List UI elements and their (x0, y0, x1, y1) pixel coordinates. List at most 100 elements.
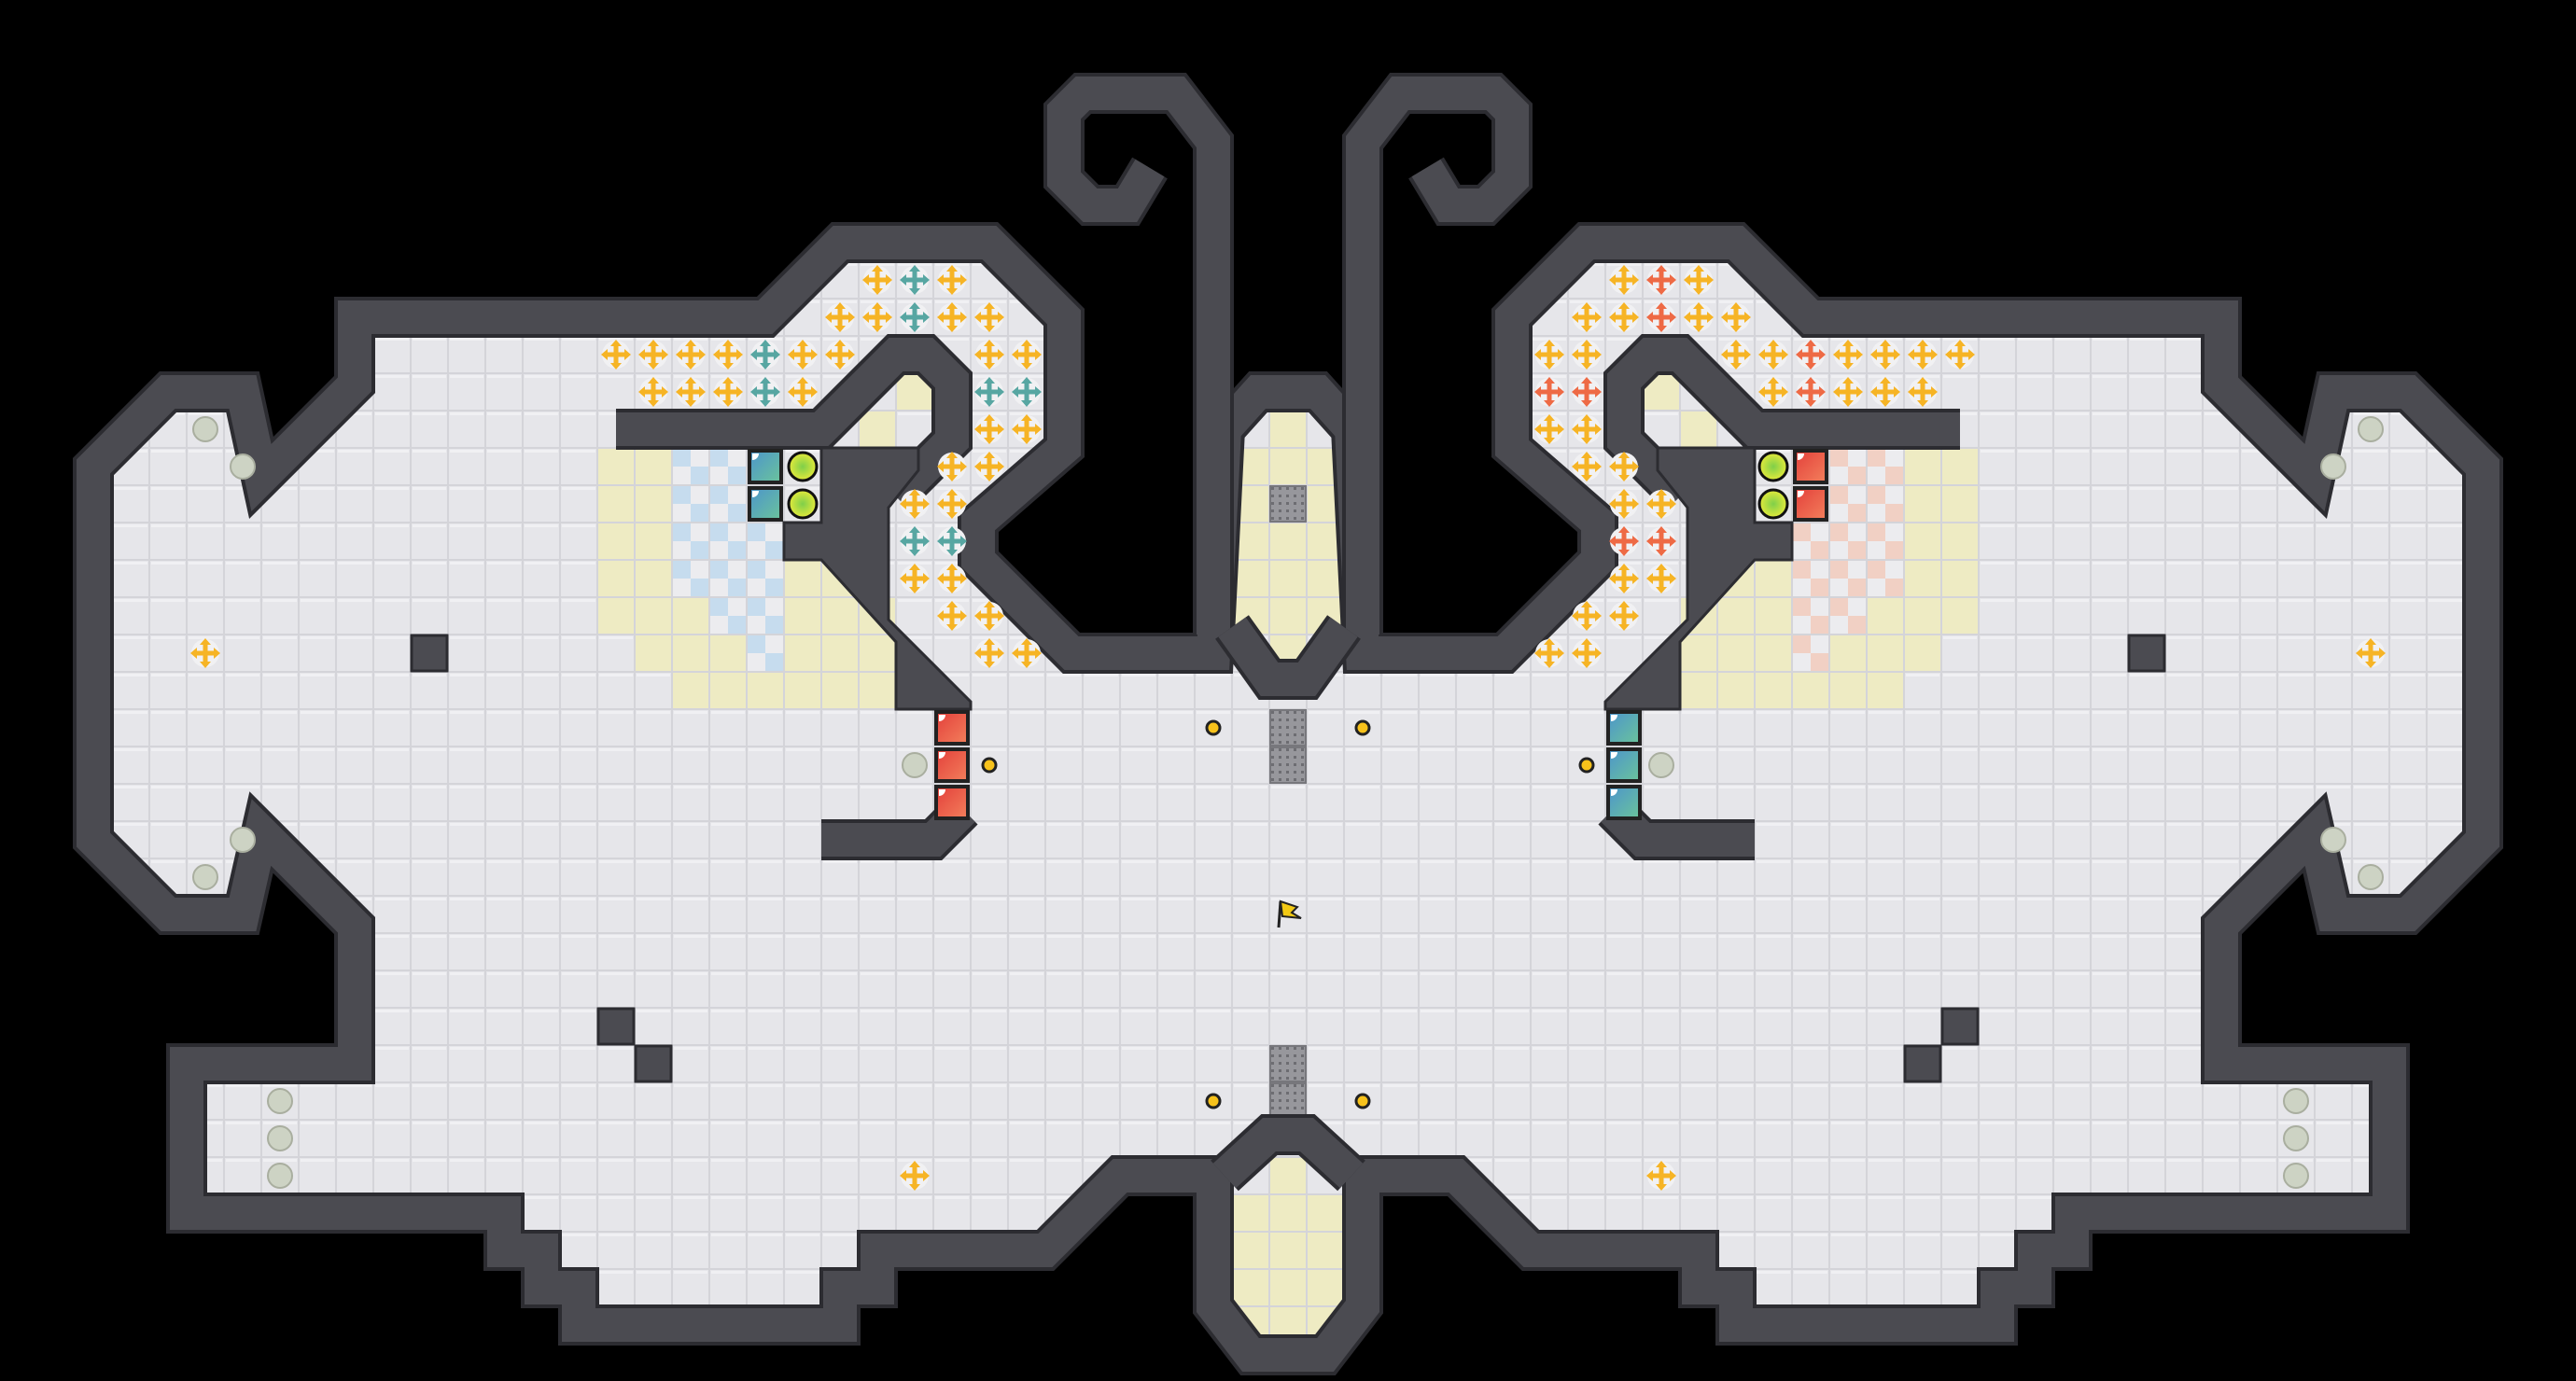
orb-icon[interactable] (230, 453, 256, 480)
move-arrow-icon[interactable] (1945, 340, 1975, 370)
move-arrow-icon[interactable] (1684, 302, 1714, 332)
move-arrow-icon[interactable] (974, 340, 1004, 370)
orb-icon[interactable] (267, 1163, 293, 1189)
move-arrow-icon[interactable] (713, 340, 743, 370)
move-arrow-icon[interactable] (1796, 377, 1826, 407)
move-arrow-icon[interactable] (1012, 414, 1042, 444)
move-arrow-icon[interactable] (1609, 489, 1639, 519)
move-arrow-icon[interactable] (1572, 414, 1602, 444)
move-arrow-icon[interactable] (638, 340, 668, 370)
move-arrow-icon[interactable] (1646, 489, 1676, 519)
orb-icon[interactable] (267, 1125, 293, 1151)
move-arrow-icon[interactable] (900, 564, 930, 593)
move-arrow-icon[interactable] (713, 377, 743, 407)
move-arrow-icon[interactable] (601, 340, 631, 370)
move-arrow-icon[interactable] (1721, 302, 1751, 332)
move-arrow-icon[interactable] (1572, 638, 1602, 668)
move-arrow-icon[interactable] (1908, 377, 1938, 407)
dot-icon[interactable] (1205, 719, 1222, 736)
orb-icon[interactable] (230, 827, 256, 853)
dot-icon[interactable] (1354, 1093, 1371, 1109)
move-arrow-icon[interactable] (1609, 265, 1639, 295)
move-arrow-icon[interactable] (974, 601, 1004, 631)
move-arrow-icon[interactable] (937, 564, 967, 593)
move-arrow-icon[interactable] (1646, 564, 1676, 593)
orb-icon[interactable] (2283, 1125, 2309, 1151)
move-arrow-icon[interactable] (1012, 377, 1042, 407)
blue-block[interactable] (1606, 785, 1642, 820)
move-arrow-icon[interactable] (1870, 377, 1900, 407)
move-arrow-icon[interactable] (1833, 377, 1863, 407)
move-arrow-icon[interactable] (937, 452, 967, 481)
move-arrow-icon[interactable] (937, 302, 967, 332)
move-arrow-icon[interactable] (1012, 340, 1042, 370)
move-arrow-icon[interactable] (1758, 377, 1788, 407)
move-arrow-icon[interactable] (190, 638, 220, 668)
move-arrow-icon[interactable] (900, 489, 930, 519)
blue-block[interactable] (748, 486, 783, 522)
red-block[interactable] (934, 710, 970, 746)
move-arrow-icon[interactable] (1534, 340, 1564, 370)
orb-icon[interactable] (2320, 453, 2346, 480)
move-arrow-icon[interactable] (1609, 452, 1639, 481)
move-arrow-icon[interactable] (1572, 302, 1602, 332)
move-arrow-icon[interactable] (974, 638, 1004, 668)
move-arrow-icon[interactable] (676, 377, 706, 407)
green-orb-icon[interactable] (1757, 488, 1789, 520)
move-arrow-icon[interactable] (788, 340, 818, 370)
move-arrow-icon[interactable] (2356, 638, 2386, 668)
green-orb-icon[interactable] (787, 488, 819, 520)
dot-icon[interactable] (1354, 719, 1371, 736)
orb-icon[interactable] (267, 1088, 293, 1114)
red-block[interactable] (934, 747, 970, 783)
move-arrow-icon[interactable] (1833, 340, 1863, 370)
move-arrow-icon[interactable] (1572, 601, 1602, 631)
move-arrow-icon[interactable] (900, 265, 930, 295)
green-orb-icon[interactable] (1757, 451, 1789, 482)
move-arrow-icon[interactable] (1534, 414, 1564, 444)
move-arrow-icon[interactable] (937, 601, 967, 631)
move-arrow-icon[interactable] (937, 526, 967, 556)
dot-icon[interactable] (1578, 757, 1595, 774)
move-arrow-icon[interactable] (900, 526, 930, 556)
blue-block[interactable] (748, 449, 783, 484)
move-arrow-icon[interactable] (1646, 526, 1676, 556)
move-arrow-icon[interactable] (1870, 340, 1900, 370)
object-layer[interactable] (190, 265, 2386, 1191)
move-arrow-icon[interactable] (1908, 340, 1938, 370)
move-arrow-icon[interactable] (1609, 302, 1639, 332)
red-block[interactable] (1793, 449, 1828, 484)
orb-icon[interactable] (2283, 1163, 2309, 1189)
orb-icon[interactable] (192, 416, 218, 442)
move-arrow-icon[interactable] (1609, 564, 1639, 593)
move-arrow-icon[interactable] (974, 414, 1004, 444)
move-arrow-icon[interactable] (1646, 265, 1676, 295)
flag-icon[interactable] (1277, 900, 1302, 928)
move-arrow-icon[interactable] (750, 377, 780, 407)
move-arrow-icon[interactable] (1721, 340, 1751, 370)
move-arrow-icon[interactable] (900, 302, 930, 332)
move-arrow-icon[interactable] (974, 452, 1004, 481)
dot-icon[interactable] (1205, 1093, 1222, 1109)
move-arrow-icon[interactable] (825, 340, 855, 370)
orb-icon[interactable] (2320, 827, 2346, 853)
green-orb-icon[interactable] (787, 451, 819, 482)
move-arrow-icon[interactable] (1534, 638, 1564, 668)
move-arrow-icon[interactable] (1646, 1161, 1676, 1191)
move-arrow-icon[interactable] (1758, 340, 1788, 370)
move-arrow-icon[interactable] (1572, 340, 1602, 370)
orb-icon[interactable] (2283, 1088, 2309, 1114)
move-arrow-icon[interactable] (900, 1161, 930, 1191)
move-arrow-icon[interactable] (1609, 526, 1639, 556)
orb-icon[interactable] (192, 864, 218, 890)
red-block[interactable] (1793, 486, 1828, 522)
move-arrow-icon[interactable] (638, 377, 668, 407)
move-arrow-icon[interactable] (1796, 340, 1826, 370)
blue-block[interactable] (1606, 747, 1642, 783)
orb-icon[interactable] (902, 752, 928, 778)
move-arrow-icon[interactable] (937, 489, 967, 519)
move-arrow-icon[interactable] (1012, 638, 1042, 668)
orb-icon[interactable] (2358, 864, 2384, 890)
move-arrow-icon[interactable] (862, 302, 892, 332)
